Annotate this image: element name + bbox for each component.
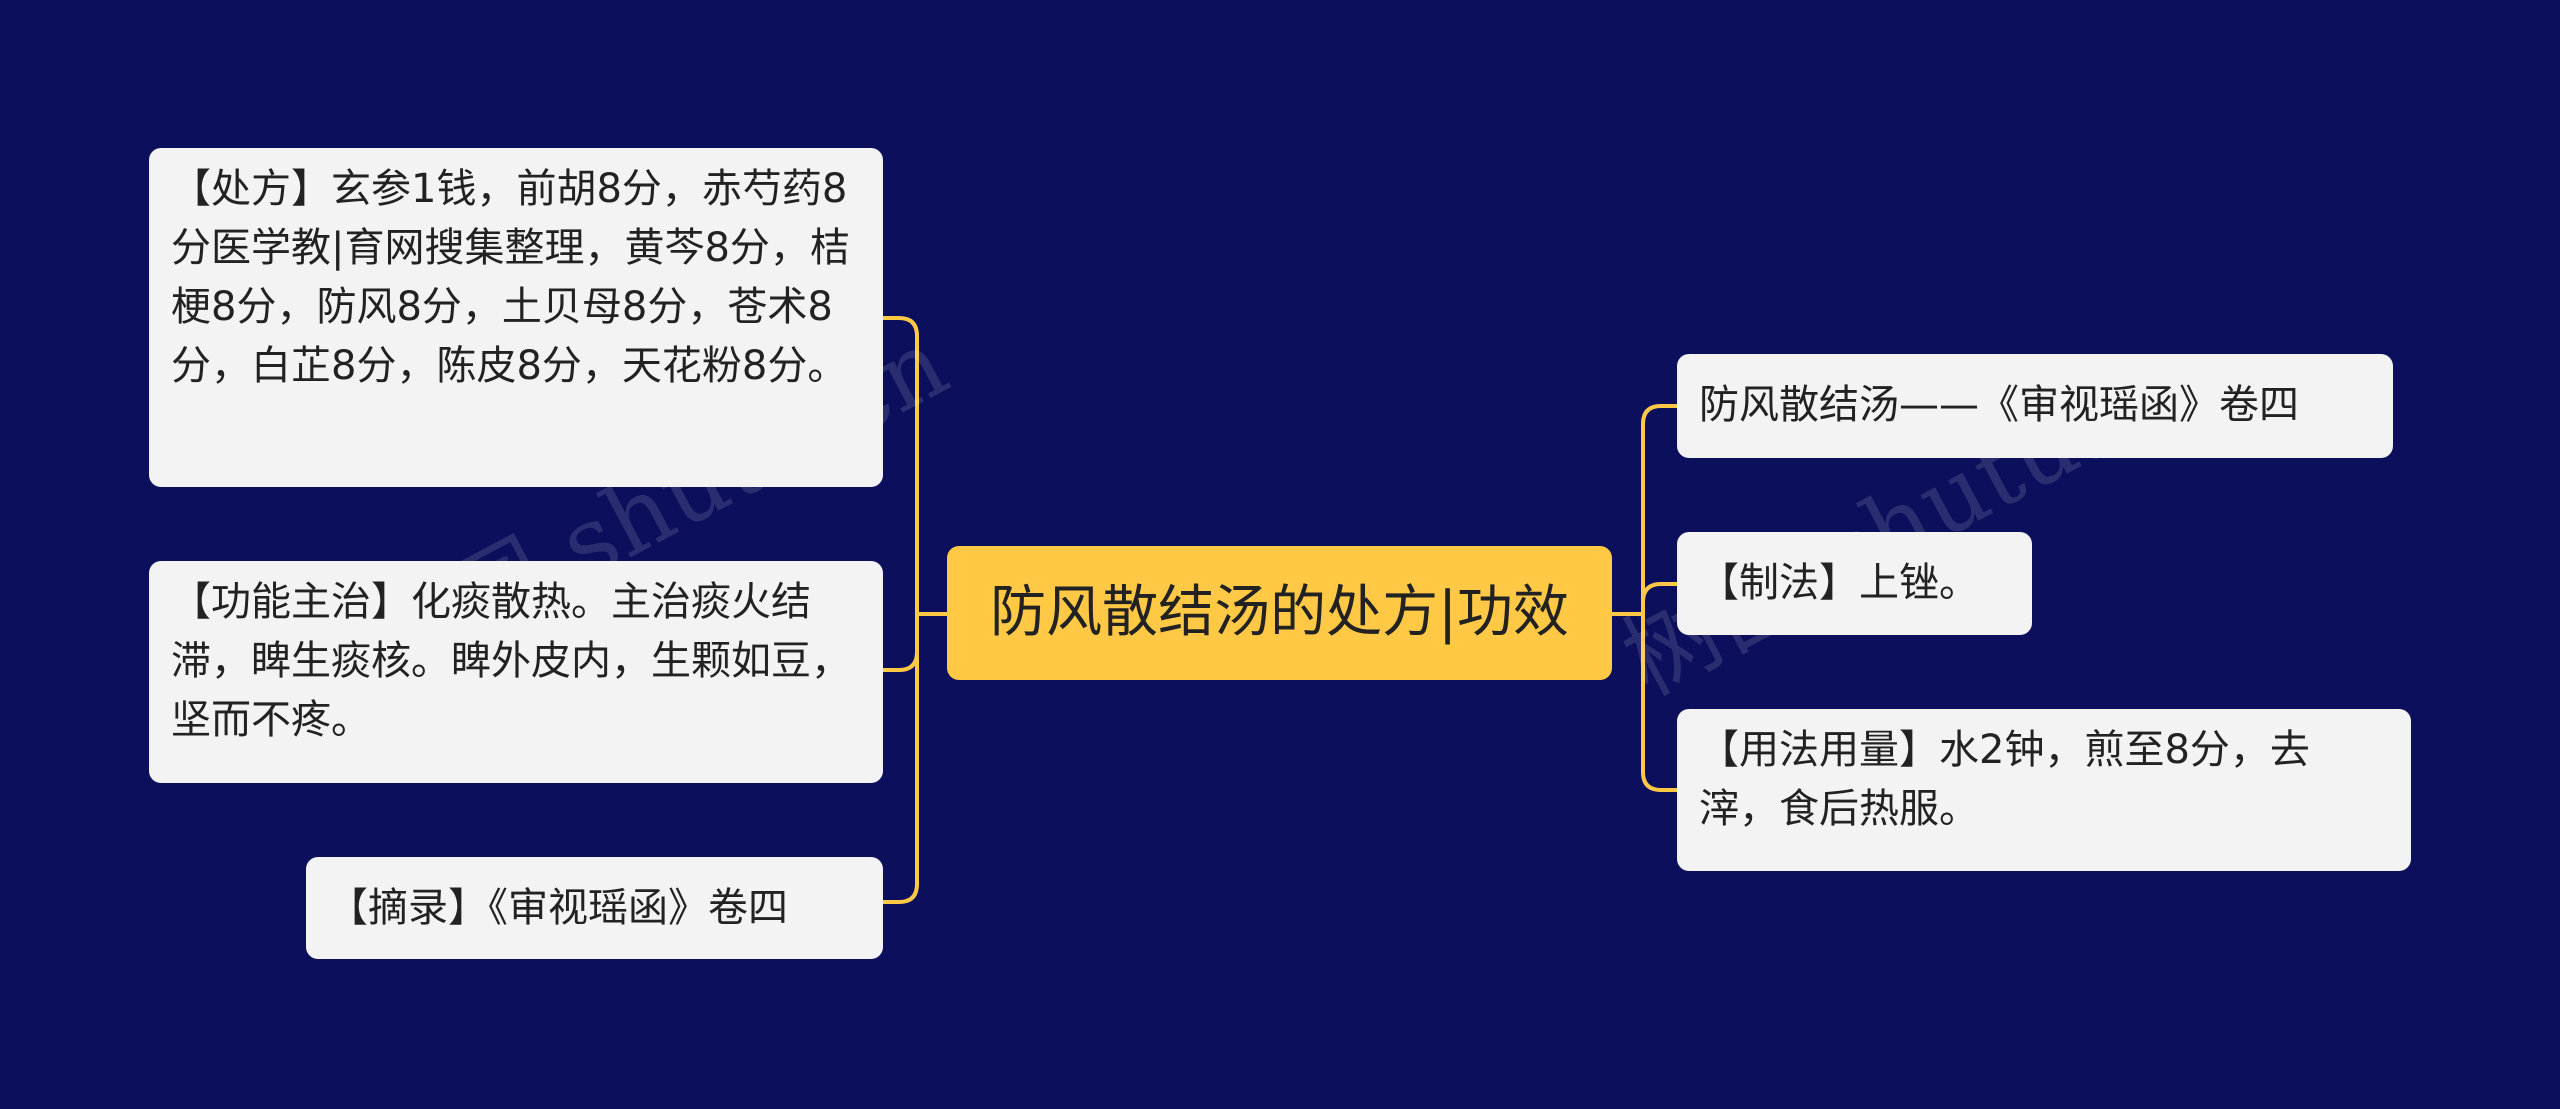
root-node[interactable]: 防风散结汤的处方|功效 [947, 546, 1612, 680]
left-node-prescription[interactable]: 【处方】玄参1钱，前胡8分，赤芍药8分医学教|育网搜集整理，黄芩8分，桔梗8分，… [149, 148, 883, 487]
connector-left-3 [881, 882, 919, 904]
connector-left-2 [881, 650, 919, 672]
connector-right-3 [1641, 770, 1679, 792]
right-node-source[interactable]: 防风散结汤——《审视瑶函》卷四 [1677, 354, 2393, 458]
right-node-preparation[interactable]: 【制法】上锉。 [1677, 532, 2032, 635]
connector-right-1 [1641, 404, 1679, 426]
connector-right-2 [1641, 582, 1679, 604]
left-node-excerpt[interactable]: 【摘录】《审视瑶函》卷四 [306, 857, 883, 959]
right-node-dosage[interactable]: 【用法用量】水2钟，煎至8分，去滓，食后热服。 [1677, 709, 2411, 871]
connector-left-1 [881, 316, 919, 338]
left-node-indications[interactable]: 【功能主治】化痰散热。主治痰火结滞，睥生痰核。睥外皮内，生颗如豆，坚而不疼。 [149, 561, 883, 783]
